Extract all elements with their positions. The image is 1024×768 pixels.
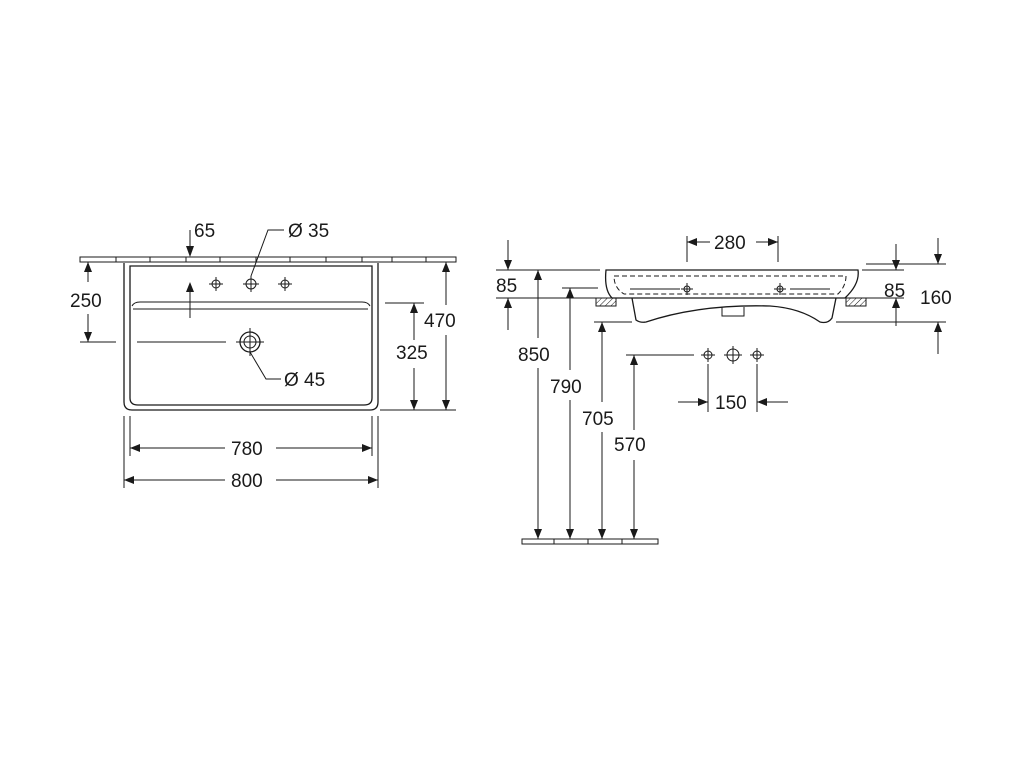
dim-back-to-drain: 325 <box>385 302 428 410</box>
dim-rim-right-label: 85 <box>884 281 905 302</box>
dim-rim-left: 85 <box>496 240 600 330</box>
dim-floor-to-fixing-label: 705 <box>582 409 614 430</box>
dim-rim-right: 85 <box>862 244 905 326</box>
dim-tap-spacing: 150 <box>678 364 788 414</box>
dim-total-height-label: 160 <box>920 288 952 309</box>
dim-fixing-spacing-label: 280 <box>714 233 746 254</box>
tap-hole-center-icon <box>243 276 259 292</box>
tap-hole-right-icon <box>278 277 292 291</box>
tap-inlet-right-icon <box>750 348 764 362</box>
dim-floor-to-tap-inlet-label: 570 <box>614 435 646 456</box>
tap-inlet-center-icon <box>724 346 742 364</box>
basin-profile <box>604 269 859 324</box>
dim-tap-hole-label: Ø 35 <box>288 221 329 242</box>
dim-back-to-tap-label: 250 <box>70 291 102 312</box>
dim-drain: Ø 45 <box>249 351 325 391</box>
dim-floor-to-underside-label: 790 <box>550 377 582 398</box>
dim-width: 800 <box>123 416 379 492</box>
dim-floor-to-rim-label: 850 <box>518 345 550 366</box>
drain-icon <box>137 328 264 356</box>
dim-depth: 470 <box>378 261 456 411</box>
tap-holes <box>209 276 292 292</box>
dim-tap-offset: 65 <box>186 221 215 318</box>
dim-drain-label: Ø 45 <box>284 370 325 391</box>
dim-width-label: 800 <box>231 471 263 492</box>
fixing-hole-right-icon <box>774 283 786 295</box>
wall-line <box>79 256 457 263</box>
dim-tap-offset-label: 65 <box>194 221 215 242</box>
plan-view: 65 Ø 35 250 470 <box>70 221 457 492</box>
dim-depth-label: 470 <box>424 311 456 332</box>
bracket-right <box>845 297 867 307</box>
dim-tap-spacing-label: 150 <box>715 393 747 414</box>
dim-rim-left-label: 85 <box>496 276 517 297</box>
bracket-left <box>595 297 617 307</box>
dim-back-to-tap: 250 <box>70 262 116 343</box>
dim-inner-width: 780 <box>129 416 373 460</box>
floor-line <box>521 538 659 545</box>
tap-hole-left-icon <box>209 277 223 291</box>
dim-inner-width-label: 780 <box>231 439 263 460</box>
dim-floor-to-tap-inlet: 570 <box>614 354 694 539</box>
dim-floor-to-rim: 850 <box>518 270 550 539</box>
dim-fixing-spacing: 280 <box>686 233 779 262</box>
tap-inlet-left-icon <box>701 348 715 362</box>
basin-outline <box>123 263 379 411</box>
dim-tap-hole: Ø 35 <box>250 221 329 277</box>
fixing-hole-left-icon <box>681 283 693 295</box>
dim-floor-to-underside: 790 <box>550 287 598 539</box>
dim-back-to-drain-label: 325 <box>396 343 428 364</box>
side-view: 280 85 85 <box>496 233 952 545</box>
dim-total-height: 160 <box>836 238 952 354</box>
dim-floor-to-fixing: 705 <box>582 321 632 539</box>
